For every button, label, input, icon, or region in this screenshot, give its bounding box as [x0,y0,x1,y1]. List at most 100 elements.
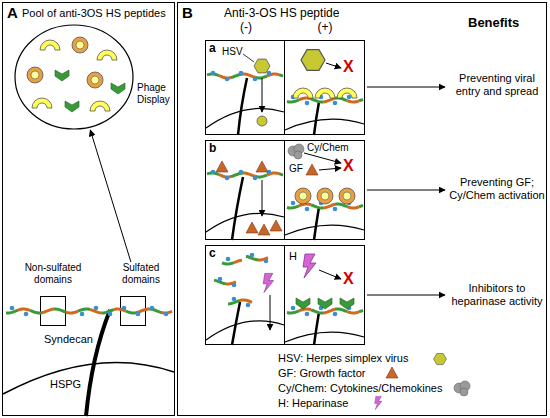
hs-chain-segment [54,309,66,312]
sulfate-dot [164,312,169,317]
domain-box [40,296,66,326]
hs-chain-segment [347,312,359,313]
hs-chain-segment [335,204,347,207]
hs-chain-segment [207,173,219,175]
core-protein [314,102,319,135]
domain-label: Non-sulfated domains [22,262,84,285]
hs-chain-segment [42,309,54,313]
sulfate-dot [218,277,223,282]
hs-chain-segment [359,99,363,101]
hs-chain-segment [287,206,299,208]
sulfate-dot [246,303,251,308]
part-label: Syndecan [44,333,93,346]
peptide-ring [295,188,311,204]
hs-chain-segment [323,98,335,102]
part-label: HSPG [50,378,81,391]
peptide-arc [315,88,335,98]
sulfate-dot [10,306,15,311]
sulfate-dot [347,95,352,100]
hs-chain-segment [335,98,347,101]
sulfate-dot [108,312,113,317]
block-mark: X [343,157,354,175]
sulfate-dot [250,253,255,258]
hs-chain-segment [287,311,299,313]
benefit-text: Preventing GF; Cy/Chem activation [447,176,547,201]
benefit-arrow [367,190,445,191]
hs-chain-segment [347,101,359,102]
activity-arrow [270,295,271,330]
cytokine-icon [288,144,304,159]
hs-chain-segment [299,309,311,311]
condition-box: a(-)HSV [205,40,285,135]
hs-chain-segment [126,311,138,313]
sulfate-dot [305,207,310,212]
blocked-arrow [304,153,341,163]
sulfate-dot [333,101,338,106]
sulfate-dot [253,176,258,181]
benefit-arrow [367,295,445,296]
agent-label: H [289,250,297,263]
hs-chain-segment [255,76,267,78]
hs-chain-segment [90,310,102,314]
peptide-arc [337,88,357,98]
sulfate-dot [211,170,216,175]
sulfate-dot [264,259,269,264]
core-protein [232,177,243,240]
sulfate-dot [150,306,155,311]
benefit-arrow [367,87,445,88]
hs-chain-segment [359,205,363,207]
heparinase-icon [303,254,316,278]
sulfate-dot [291,95,296,100]
legend-icon [375,396,382,409]
hs-chain-segment [78,309,90,311]
hs-chain-segment [267,74,279,76]
condition-box: HX [284,245,365,345]
panel-box: APool of anti-3OS HS peptidesPhage Displ… [2,2,175,416]
hs-chain-segment [311,205,323,208]
peptide-ring [27,67,43,83]
virus-icon [257,116,267,126]
pool-label: Phage Display [137,82,177,105]
cell-membrane [206,108,284,128]
peptide-chevron [65,101,79,112]
agent-label: HSV [222,46,243,58]
hs-chain-segment [231,173,243,177]
block-mark: X [343,270,354,288]
hs-chain-segment [18,309,30,310]
hs-chain-segment [162,311,172,313]
row-letter: c [209,247,216,261]
hs-chain-segment [347,207,359,208]
panel-letter: A [7,4,18,21]
connector-arrow [90,130,131,262]
legend-text: H: Heparinase [278,397,348,410]
cell-membrane [285,332,364,342]
sulfate-dot [122,306,127,311]
sulfate-dot [225,77,230,82]
hs-chain-segment [246,256,258,260]
condition-label: (-) [226,21,266,35]
legend-text: GF: Growth factor [278,367,365,380]
cell-membrane [206,213,284,232]
sulfate-dot [319,201,324,206]
sulfate-dot [291,306,296,311]
sulfate-dot [267,170,272,175]
hs-chain-segment [234,260,242,263]
hs-chain-segment [323,309,335,313]
peptide-ring [87,72,103,88]
hs-chain-segment [240,300,252,302]
heparinase-icon [263,273,273,292]
domain-box [120,296,146,326]
hs-chain-segment [311,99,323,102]
growth-factor [216,161,228,172]
blocked-arrow [326,63,341,68]
peptide-chevron [55,70,69,81]
condition-box: Cy/ChemGFX [284,140,365,240]
row-letter: b [209,142,216,156]
sulfate-dot [347,306,352,311]
hs-chains [6,71,363,317]
hs-chain-segment [219,175,231,177]
hs-chain-segment [255,175,267,177]
sulfate-dot [333,207,338,212]
sulfate-dot [232,283,237,288]
